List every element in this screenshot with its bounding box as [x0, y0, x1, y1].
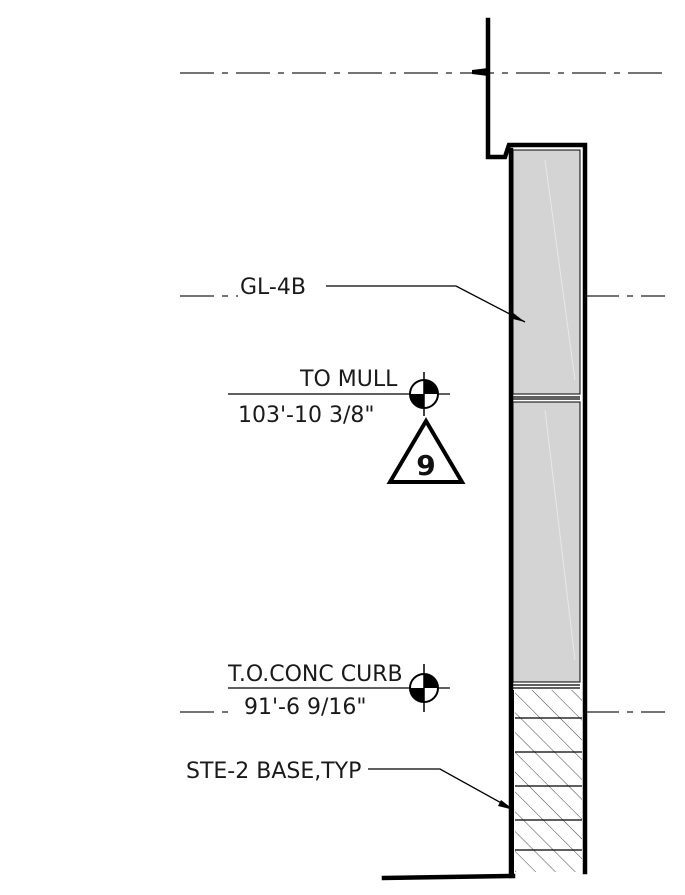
elevation-marker-icon — [409, 372, 439, 416]
base-label: STE-2 BASE,TYP — [186, 759, 361, 784]
curb-title: T.O.CONC CURB — [227, 662, 403, 687]
glass-lower — [512, 401, 581, 683]
centerlines — [180, 72, 665, 713]
stone-base — [515, 690, 582, 872]
glass-label: GL-4B — [240, 275, 306, 300]
curb-elevation: 91'-6 9/16" — [244, 695, 367, 720]
curb-elevation-callout: T.O.CONC CURB 91'-6 9/16" — [227, 662, 450, 720]
mull-title: TO MULL — [299, 367, 398, 392]
section-tag-triangle-icon: 9 — [386, 417, 466, 484]
glass-upper — [512, 149, 581, 395]
glass-panel — [512, 149, 581, 689]
mull-elevation-callout: TO MULL 103'-10 3/8" — [228, 367, 450, 428]
elevation-marker-icon — [409, 664, 439, 712]
mull-elevation: 103'-10 3/8" — [238, 403, 375, 428]
section-tag-number: 9 — [416, 449, 435, 482]
base-callout: STE-2 BASE,TYP — [186, 759, 515, 811]
head-flashing — [472, 17, 588, 875]
sill-line — [381, 873, 516, 881]
glass-callout: GL-4B — [240, 275, 526, 323]
